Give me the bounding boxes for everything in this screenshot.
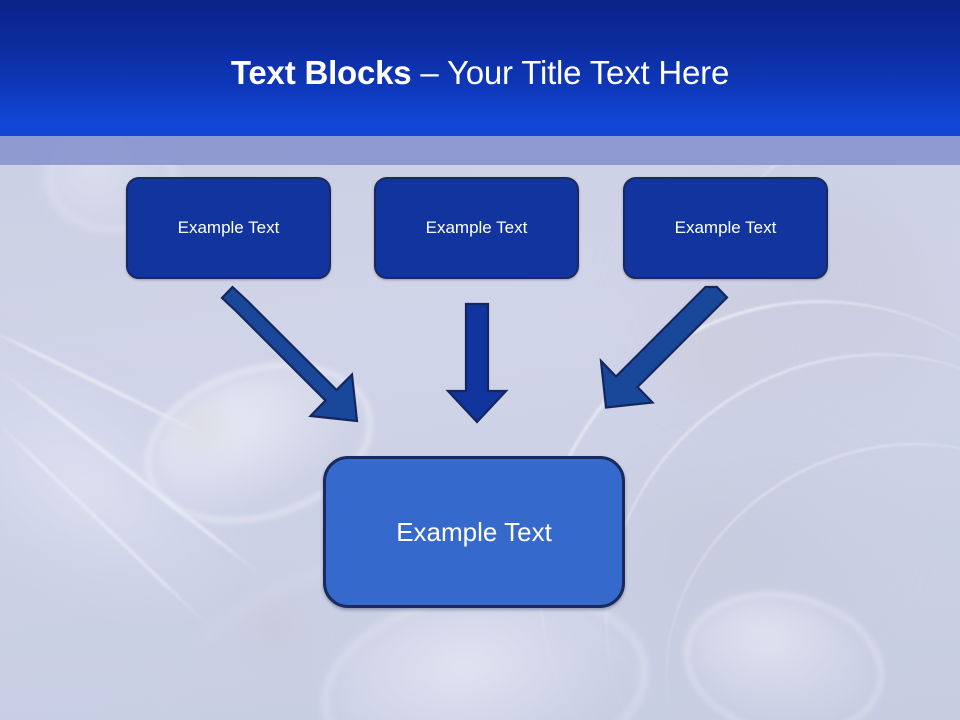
text-block-2[interactable]: Example Text: [374, 177, 579, 279]
text-block-result-label: Example Text: [396, 516, 552, 547]
background-tail-curve: [592, 365, 960, 720]
background-glow: [0, 312, 275, 658]
header-accent-band: [0, 136, 960, 165]
page-title: Text Blocks – Your Title Text Here: [0, 52, 960, 94]
background-cell-head: [679, 582, 881, 720]
text-block-1[interactable]: Example Text: [126, 177, 331, 279]
text-block-2-label: Example Text: [425, 218, 528, 237]
background-tail-line: [0, 416, 209, 627]
background-tail-line: [0, 365, 266, 579]
page-title-strong: Text Blocks: [230, 54, 412, 91]
text-block-1-label: Example Text: [177, 218, 280, 237]
background-tail-line: [0, 325, 209, 438]
text-block-result[interactable]: Example Text: [323, 456, 625, 608]
background-cell-outline: [671, 574, 897, 720]
background-warm-spot: [640, 310, 790, 410]
text-block-3-label: Example Text: [674, 218, 777, 237]
background-warm-spot: [230, 590, 320, 660]
text-block-3[interactable]: Example Text: [623, 177, 828, 279]
page-title-rest: – Your Title Text Here: [411, 54, 730, 91]
header-banner: [0, 0, 960, 136]
background-warm-spot: [170, 400, 240, 455]
background-blur-shape: [600, 430, 900, 660]
